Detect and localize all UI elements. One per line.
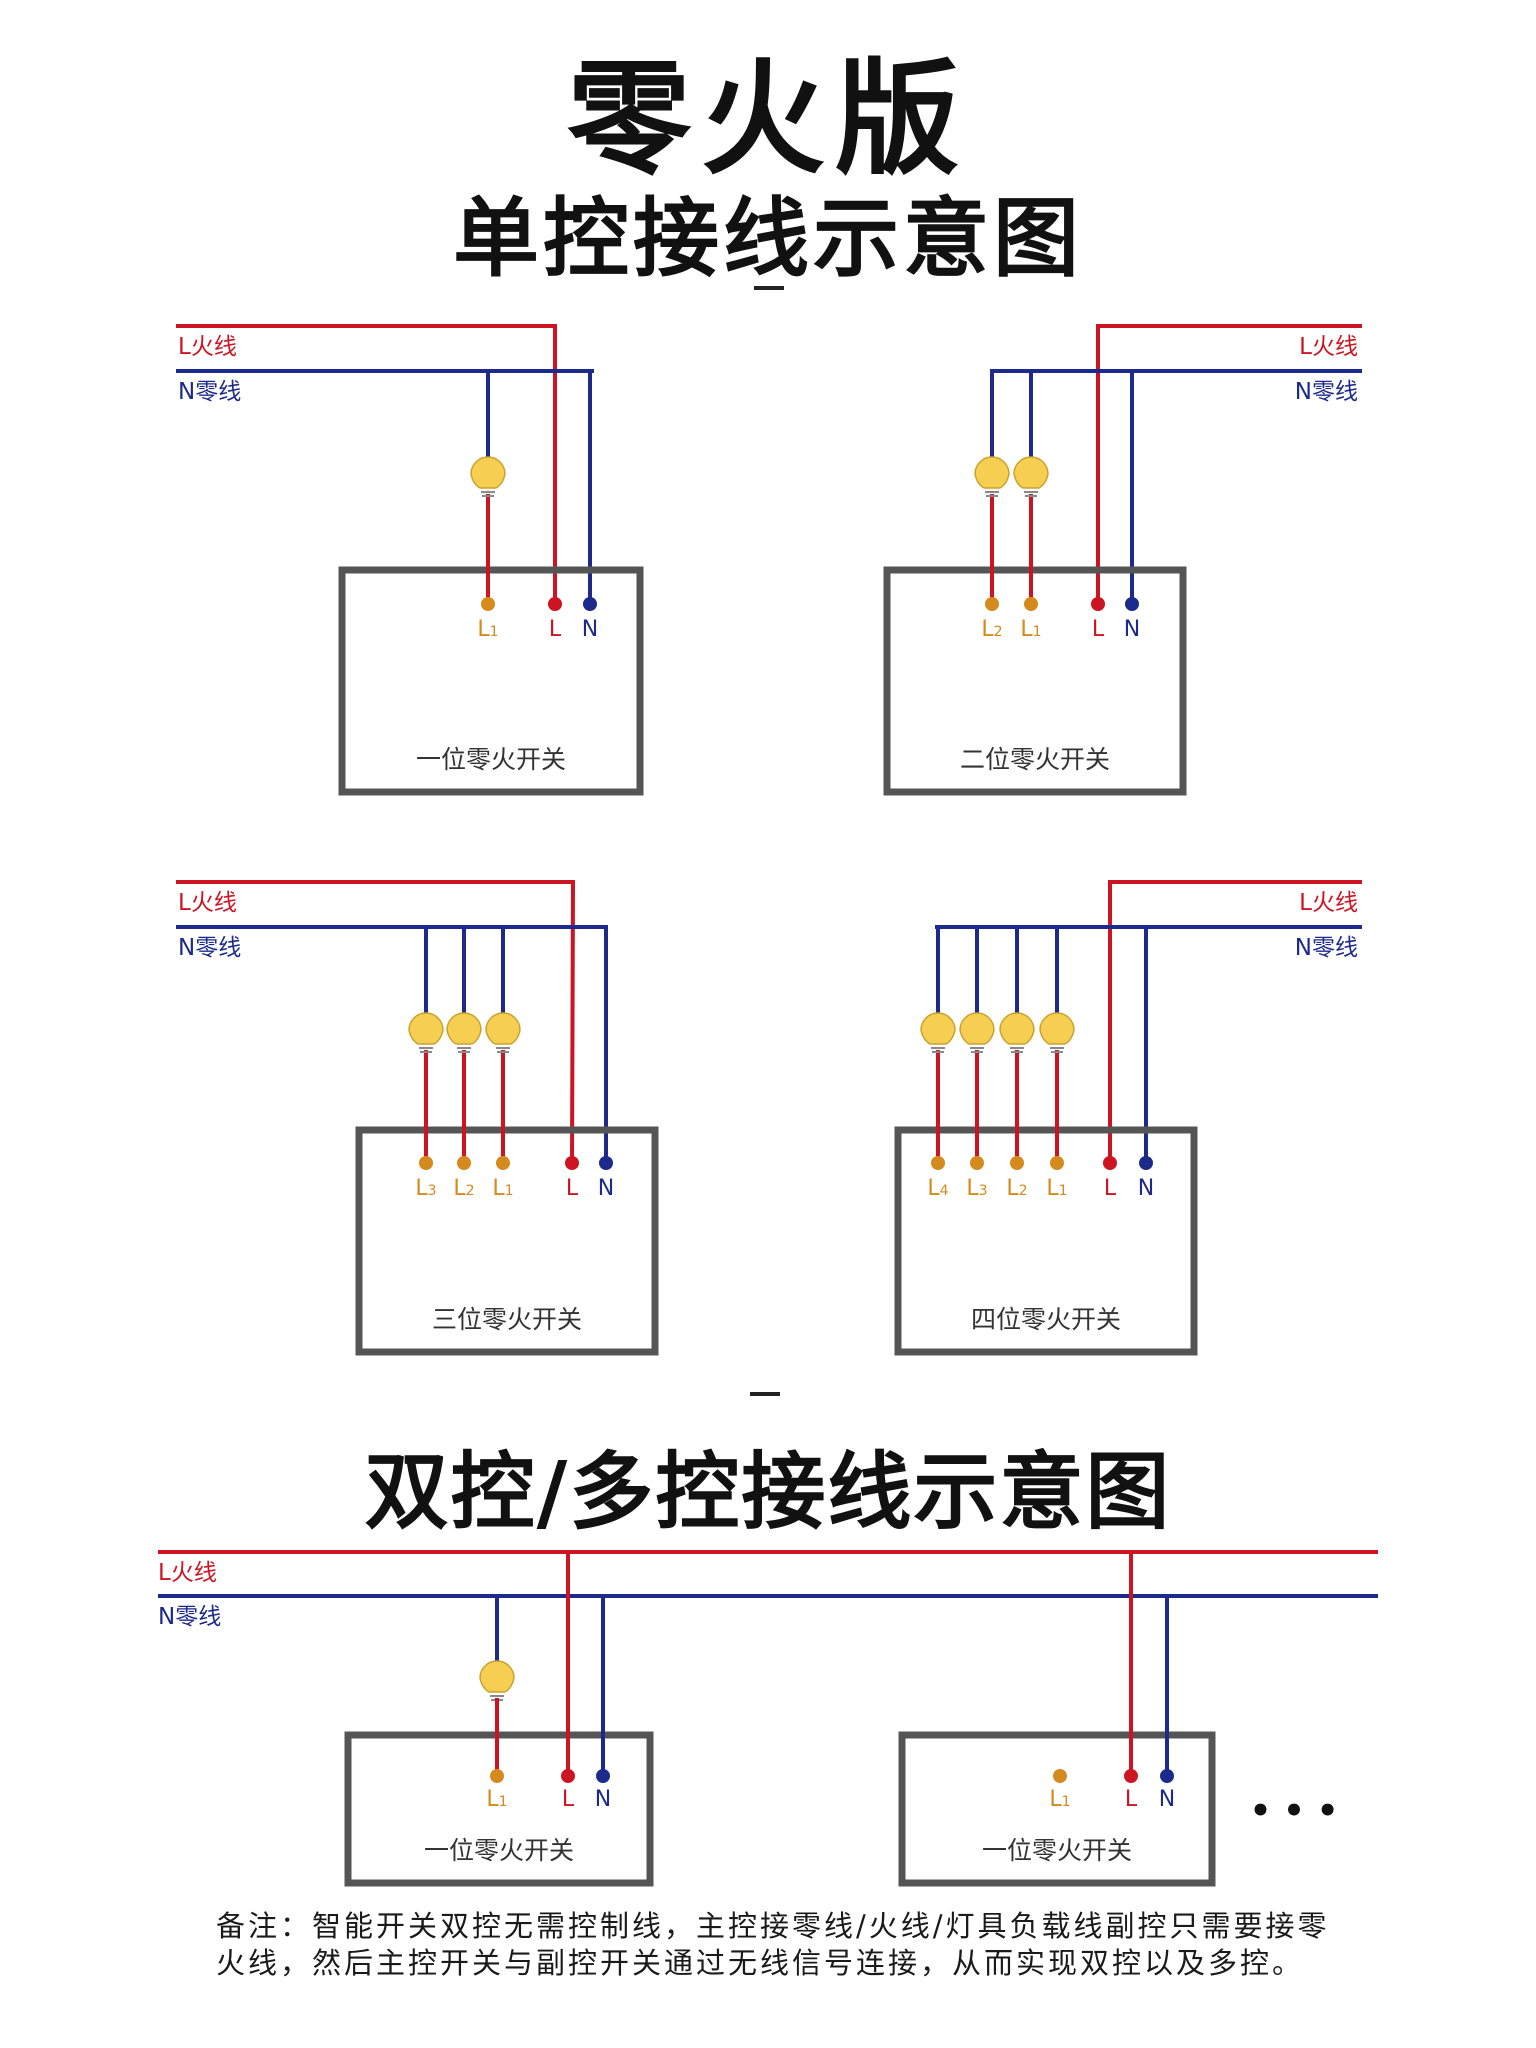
terminal-label-l3: L3 — [415, 1176, 436, 1201]
terminal-load — [490, 1769, 504, 1783]
switch-box — [883, 566, 1187, 796]
separator-middle — [750, 1392, 780, 1396]
switch-label: 二位零火开关 — [960, 745, 1110, 774]
live-wire-label: L火线 — [178, 334, 237, 360]
terminal-live — [1124, 1769, 1138, 1783]
terminal-label-l1: L1 — [1046, 1176, 1067, 1201]
neutral-wire-label: N零线 — [178, 379, 241, 405]
terminal-neutral — [583, 597, 597, 611]
neutral-wire-label: N零线 — [178, 935, 241, 961]
switch-box — [338, 566, 644, 796]
bulb-icon — [1039, 1012, 1075, 1045]
terminal-label-n: N — [598, 1176, 614, 1201]
bulb-icon — [1013, 456, 1049, 489]
terminal-label-l1: L1 — [1020, 617, 1041, 642]
switch-label: 四位零火开关 — [971, 1305, 1121, 1334]
terminal-label-l: L — [562, 1787, 575, 1812]
bulb-icon — [470, 456, 506, 489]
bulb-icon — [999, 1012, 1035, 1045]
terminal-load — [1024, 597, 1038, 611]
terminal-label-l: L — [1104, 1176, 1117, 1201]
terminal-load — [1050, 1156, 1064, 1170]
terminal-live — [565, 1156, 579, 1170]
terminal-live — [1103, 1156, 1117, 1170]
terminal-label-n: N — [1159, 1787, 1175, 1812]
terminal-load — [931, 1156, 945, 1170]
bulb-icon — [408, 1012, 444, 1045]
terminal-label-l: L — [1125, 1787, 1138, 1812]
bulb-icon — [959, 1012, 995, 1045]
footnote: 备注：智能开关双控无需控制线，主控接零线/火线/灯具负载线副控只需要接零火线，然… — [216, 1909, 1330, 1980]
terminal-label-l: L — [549, 617, 562, 642]
terminal-load — [1010, 1156, 1024, 1170]
switch-box — [355, 1126, 659, 1356]
terminal-load — [970, 1156, 984, 1170]
terminal-label-l4: L4 — [927, 1176, 948, 1201]
terminal-neutral — [1139, 1156, 1153, 1170]
terminal-load — [457, 1156, 471, 1170]
terminal-label-n: N — [582, 617, 598, 642]
bulb-icon — [479, 1660, 515, 1693]
double-control-heading: 双控/多控接线示意图 — [364, 1443, 1172, 1541]
terminal-label-l1: L1 — [492, 1176, 513, 1201]
neutral-wire-label: N零线 — [1295, 379, 1358, 405]
live-wire-label: L火线 — [158, 1560, 217, 1586]
live-wire-label: L火线 — [1299, 334, 1358, 360]
page-title: 零火版 — [566, 48, 969, 192]
terminal-label-l3: L3 — [966, 1176, 987, 1201]
neutral-wire-label: N零线 — [158, 1604, 221, 1630]
terminal-load — [496, 1156, 510, 1170]
live-wire-drop — [569, 879, 576, 1166]
terminal-neutral — [599, 1156, 613, 1170]
terminal-label-l: L — [566, 1176, 579, 1201]
bulb-icon — [485, 1012, 521, 1045]
switch-box — [898, 1731, 1216, 1887]
ellipsis: • • • — [1250, 1791, 1339, 1831]
terminal-live — [1091, 597, 1105, 611]
bulb-icon — [446, 1012, 482, 1045]
terminal-label-l1: L1 — [477, 617, 498, 642]
terminal-label-l1: L1 — [486, 1787, 507, 1812]
terminal-live — [561, 1769, 575, 1783]
single-control-heading: 单控接线示意图 — [453, 189, 1083, 289]
switch-label: 一位零火开关 — [982, 1836, 1132, 1865]
terminal-label-n: N — [1138, 1176, 1154, 1201]
separator-top — [754, 286, 784, 290]
terminal-load — [985, 597, 999, 611]
terminal-neutral — [1125, 597, 1139, 611]
terminal-live — [548, 597, 562, 611]
terminal-load — [481, 597, 495, 611]
switch-label: 三位零火开关 — [432, 1305, 582, 1334]
bulb-icon — [974, 456, 1010, 489]
terminal-load — [419, 1156, 433, 1170]
switch-box — [894, 1126, 1198, 1356]
terminal-neutral — [1160, 1769, 1174, 1783]
neutral-wire-label: N零线 — [1295, 935, 1358, 961]
terminal-label-l: L — [1092, 617, 1105, 642]
live-wire-label: L火线 — [178, 890, 237, 916]
switch-label: 一位零火开关 — [416, 745, 566, 774]
terminal-label-l2: L2 — [1006, 1176, 1027, 1201]
live-wire-label: L火线 — [1299, 890, 1358, 916]
terminal-label-l2: L2 — [453, 1176, 474, 1201]
terminal-label-n: N — [595, 1787, 611, 1812]
terminal-neutral — [596, 1769, 610, 1783]
bulb-icon — [920, 1012, 956, 1045]
terminal-label-l2: L2 — [981, 617, 1002, 642]
terminal-load — [1053, 1769, 1067, 1783]
terminal-label-n: N — [1124, 617, 1140, 642]
switch-label: 一位零火开关 — [424, 1836, 574, 1865]
terminal-label-l1: L1 — [1049, 1787, 1070, 1812]
